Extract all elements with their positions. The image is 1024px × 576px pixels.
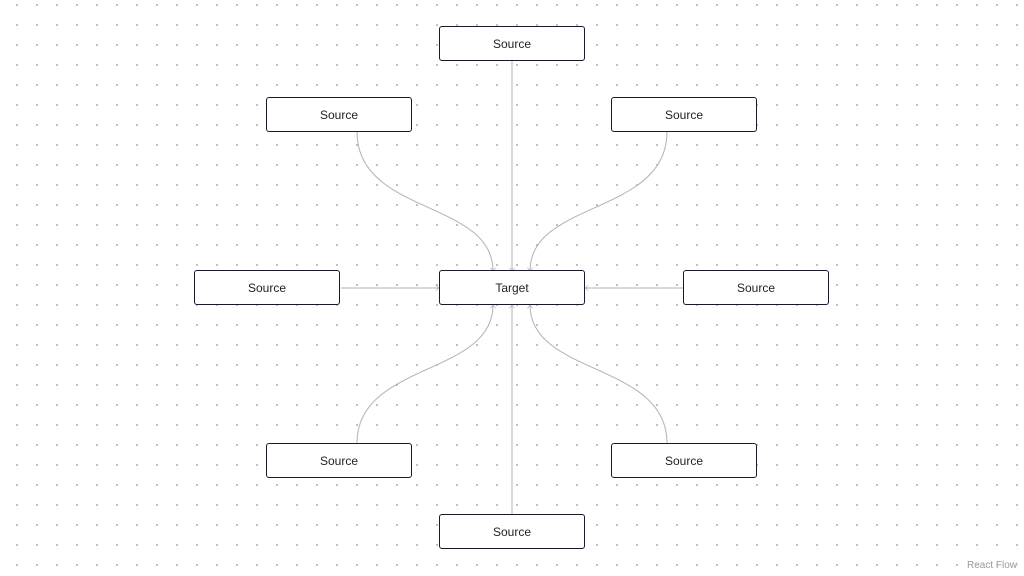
edge-bottom-right-to-target[interactable]: [527, 304, 668, 444]
edge-top-right-to-target[interactable]: [527, 131, 668, 272]
node-source-bottom-left[interactable]: Source: [266, 443, 412, 478]
node-source-top[interactable]: Source: [439, 26, 585, 61]
node-source-right[interactable]: Source: [683, 270, 829, 305]
node-label: Source: [492, 524, 532, 539]
node-label: Source: [736, 280, 776, 295]
node-source-top-left[interactable]: Source: [266, 97, 412, 132]
node-source-top-right[interactable]: Source: [611, 97, 757, 132]
node-label: Source: [319, 453, 359, 468]
node-label: Source: [319, 107, 359, 122]
react-flow-attribution[interactable]: React Flow: [963, 558, 1020, 573]
node-source-left[interactable]: Source: [194, 270, 340, 305]
node-label: Source: [247, 280, 287, 295]
node-label: Source: [492, 36, 532, 51]
attribution-label: React Flow: [966, 560, 1017, 571]
node-label: Source: [664, 107, 704, 122]
edge-bottom-left-to-target[interactable]: [356, 304, 496, 444]
edge-top-left-to-target[interactable]: [356, 131, 496, 272]
node-target[interactable]: Target: [439, 270, 585, 305]
node-label: Source: [664, 453, 704, 468]
node-source-bottom[interactable]: Source: [439, 514, 585, 549]
node-label: Target: [495, 280, 529, 295]
node-source-bottom-right[interactable]: Source: [611, 443, 757, 478]
